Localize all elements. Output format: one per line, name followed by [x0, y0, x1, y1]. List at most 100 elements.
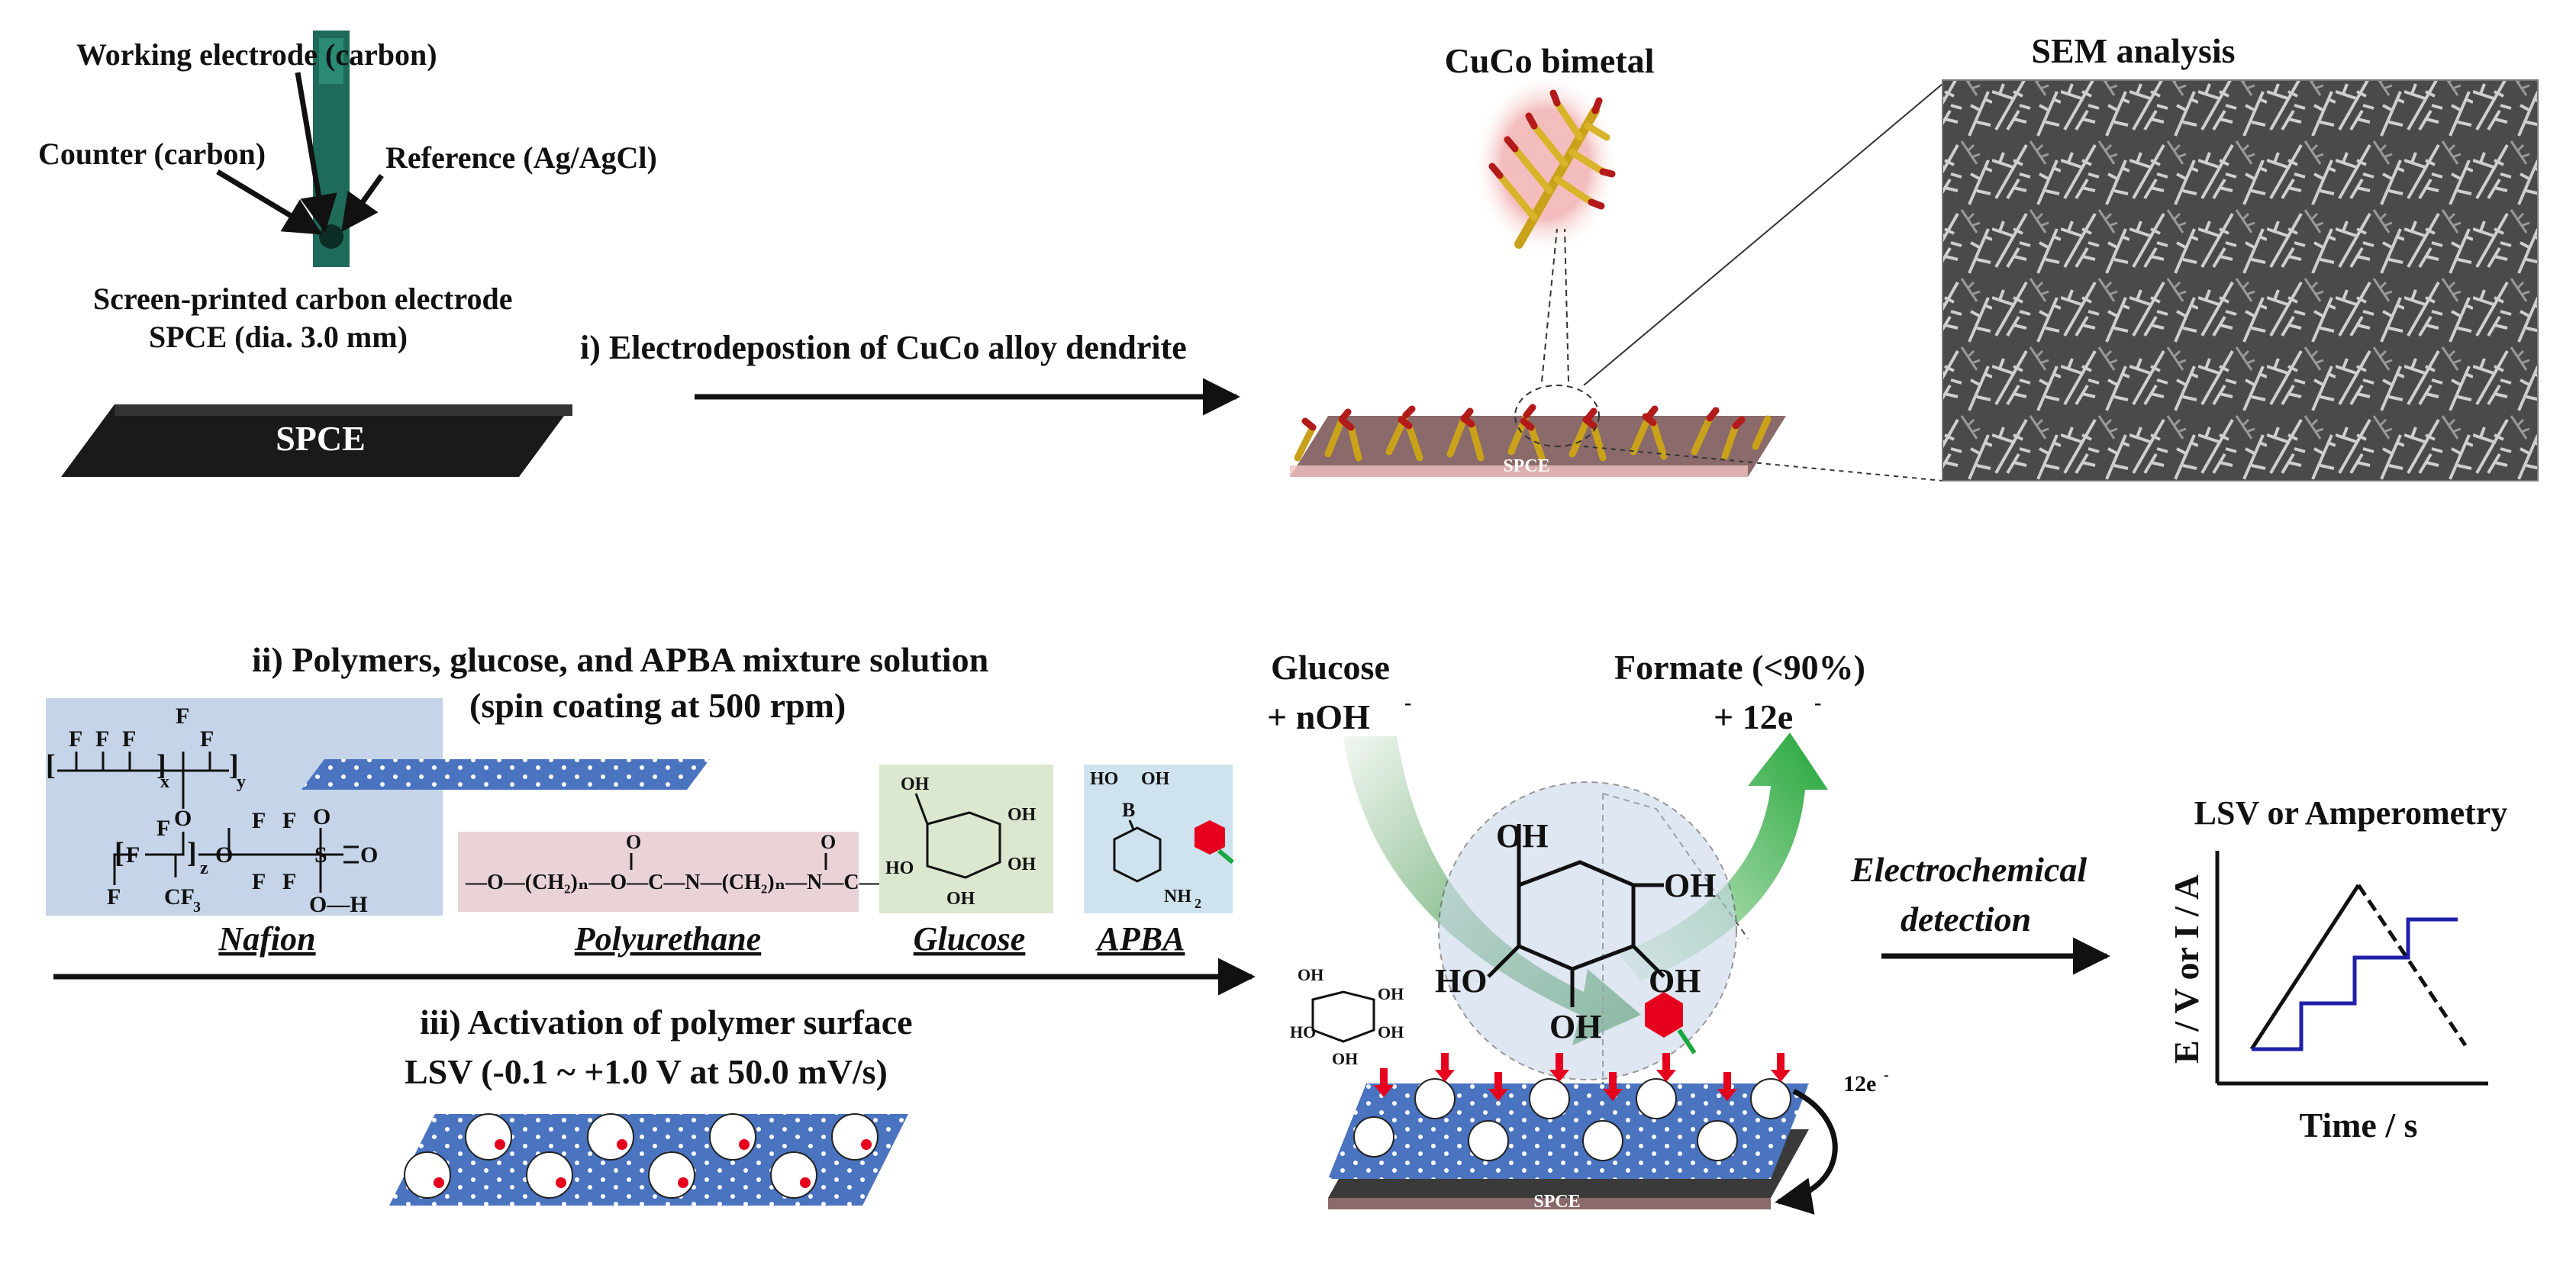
svg-text:F: F: [252, 808, 266, 833]
svg-text:O: O: [174, 806, 192, 831]
svg-text:F: F: [252, 869, 266, 894]
chart-ylabel: E / V or I / A: [2167, 874, 2206, 1064]
sem-image: [1942, 79, 2539, 481]
glucose-name: Glucose: [914, 920, 1026, 958]
chart-title: LSV or Amperometry: [2194, 794, 2508, 832]
svg-text:-: -: [1404, 691, 1411, 715]
svg-text:F: F: [107, 884, 121, 910]
svg-text:O: O: [626, 831, 641, 853]
detection-chart: LSV or Amperometry Time / s E / V or I /…: [2167, 794, 2507, 1145]
polyurethane-name: Polyurethane: [574, 920, 761, 958]
svg-text:F: F: [69, 726, 82, 752]
svg-text:OH: OH: [1378, 1022, 1404, 1042]
svg-text:z: z: [200, 858, 208, 878]
svg-text:OH: OH: [1141, 769, 1170, 789]
svg-text:CF: CF: [164, 884, 195, 910]
svg-text:NH: NH: [1164, 887, 1191, 906]
counter-arrow: [216, 169, 323, 235]
svg-text:O—H: O—H: [309, 892, 368, 917]
svg-text:x: x: [160, 772, 169, 792]
nafion-structure: [ ] ] x y F F F F F O [ ] F F F CF 3 z O…: [46, 698, 443, 917]
svg-text:OH: OH: [1549, 1008, 1601, 1045]
reference-label: Reference (Ag/AgCl): [385, 140, 657, 175]
svg-text:O: O: [313, 804, 330, 829]
formate-out-arrow: [1618, 732, 1828, 980]
svg-text:]: ]: [229, 749, 239, 781]
spce-slab: [61, 404, 572, 477]
electron-label: 12e: [1843, 1071, 1876, 1096]
formate-product-line1: Formate (<90%): [1614, 648, 1865, 687]
svg-text:F: F: [126, 842, 140, 868]
sensor-slab-label: SPCE: [1533, 1192, 1580, 1212]
svg-text:O: O: [215, 842, 233, 868]
svg-text:O: O: [821, 831, 836, 853]
cuco-bimetal-diagram: CuCo bimetal SPCE: [1290, 41, 1943, 481]
svg-text:OH: OH: [1649, 962, 1701, 1000]
step2-label-line2: (spin coating at 500 rpm): [469, 686, 846, 725]
sem-title: SEM analysis: [2031, 31, 2235, 70]
svg-text:F: F: [176, 704, 189, 729]
dendrite-icon: [1488, 89, 1616, 249]
counter-label: Counter (carbon): [38, 137, 266, 171]
reaction-diagram: Glucose + nOH - Formate (<90%) + 12e - O…: [1267, 648, 1889, 1215]
apba-binding-icon: [1645, 992, 1683, 1038]
working-electrode-label: Working electrode (carbon): [76, 37, 437, 72]
apba-structure: HO OH B NH 2: [1084, 765, 1234, 913]
svg-text:-: -: [1814, 691, 1821, 715]
step2-label-line1: ii) Polymers, glucose, and APBA mixture …: [252, 640, 988, 679]
apba-marker-icon: [1195, 820, 1225, 855]
svg-text:HO: HO: [1090, 769, 1118, 789]
svg-text:OH: OH: [1664, 867, 1716, 904]
svg-text:—O—(CH₂)ₙ—O—C—N—(CH₂)ₙ—N—C—: —O—(CH₂)ₙ—O—C—N—(CH₂)ₙ—N—C—: [465, 871, 882, 894]
svg-text:OH: OH: [1298, 965, 1323, 984]
svg-text:OH: OH: [1008, 855, 1037, 874]
svg-text:O: O: [360, 842, 378, 868]
svg-text:F: F: [122, 726, 136, 752]
spce-title: Screen-printed carbon electrode: [93, 282, 513, 316]
svg-text:[: [: [46, 749, 56, 781]
lsv-return-trace: [2356, 884, 2468, 1047]
svg-text:OH: OH: [901, 774, 930, 794]
polymer-film-strip: [301, 759, 710, 790]
activated-polymer-film: [389, 1113, 908, 1206]
chart-xlabel: Time / s: [2299, 1106, 2417, 1145]
svg-text:F: F: [282, 808, 296, 833]
svg-text:F: F: [156, 816, 170, 841]
amperometry-trace: [2252, 917, 2458, 1051]
svg-text:F: F: [200, 726, 214, 752]
glucose-reactant-line2: + nOH: [1267, 697, 1370, 736]
step1-label: i) Electrodepostion of CuCo alloy dendri…: [580, 329, 1187, 366]
svg-text:HO: HO: [885, 858, 914, 878]
svg-text:OH: OH: [1332, 1049, 1358, 1068]
svg-text:[: [: [114, 837, 124, 869]
svg-text:OH: OH: [1496, 817, 1548, 855]
dendrite-slab-label: SPCE: [1503, 456, 1549, 476]
svg-text:HO: HO: [1435, 962, 1487, 1000]
apba-name: APBA: [1095, 920, 1185, 958]
svg-text:2: 2: [1195, 896, 1201, 911]
svg-text:]: ]: [156, 749, 166, 781]
nafion-name: Nafion: [218, 920, 315, 958]
svg-text:-: -: [1884, 1067, 1889, 1083]
svg-text:3: 3: [193, 899, 201, 916]
sem-analysis-panel: SEM analysis: [1942, 31, 2539, 481]
svg-text:F: F: [282, 869, 296, 894]
svg-text:B: B: [1122, 799, 1135, 821]
step3-label-line1: iii) Activation of polymer surface: [420, 1003, 913, 1042]
svg-text:F: F: [95, 726, 109, 752]
detection-line2: detection: [1901, 900, 2031, 939]
spce-slab-label: SPCE: [276, 419, 366, 458]
polyurethane-structure: —O—(CH₂)ₙ—O—C—N—(CH₂)ₙ—N—C— O O: [458, 831, 882, 912]
glucose-structure: OH OH OH HO OH: [879, 765, 1053, 913]
step3-label-line2: LSV (-0.1 ~ +1.0 V at 50.0 mV/s): [405, 1052, 888, 1091]
svg-text:HO: HO: [1290, 1022, 1316, 1042]
svg-text:OH: OH: [1378, 984, 1404, 1003]
svg-text:]: ]: [187, 837, 197, 869]
svg-text:OH: OH: [1008, 805, 1037, 825]
electrode-diagram: Working electrode (carbon) Counter (carb…: [38, 31, 657, 477]
detection-line1: Electrochemical: [1850, 850, 2087, 889]
lsv-trace: [2249, 884, 2361, 1051]
spce-diameter: SPCE (dia. 3.0 mm): [149, 320, 408, 354]
formate-product-line2: + 12e: [1714, 697, 1793, 736]
